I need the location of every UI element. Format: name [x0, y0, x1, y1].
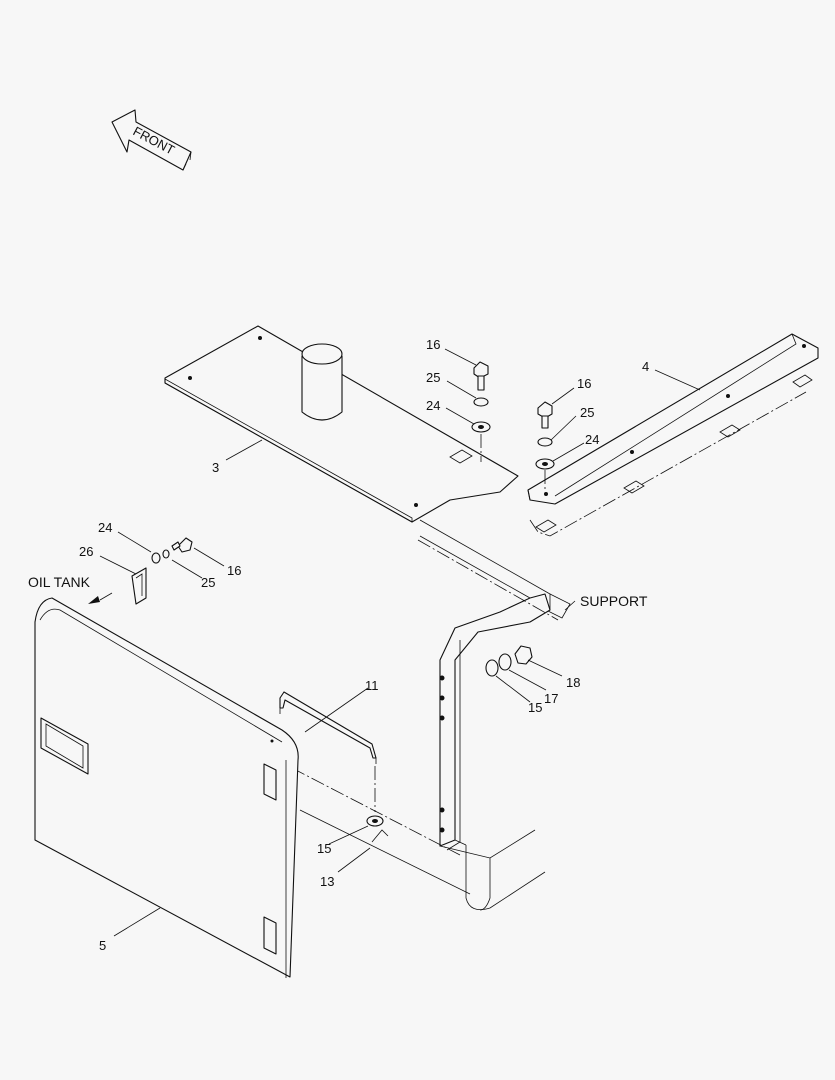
- front-direction-arrow: FRONT: [111, 109, 192, 171]
- fastener-stack-angle: [535, 401, 555, 492]
- callout-25-angle: 25: [580, 405, 594, 420]
- plate-part-3: [164, 325, 519, 523]
- oil-tank-arrowhead: [88, 596, 100, 604]
- rod-part-11: [279, 691, 377, 764]
- callout-25-latch: 25: [201, 575, 215, 590]
- callout-5: 5: [99, 938, 106, 953]
- door-part-5: [34, 597, 299, 978]
- callout-15-door: 15: [317, 841, 331, 856]
- callout-26: 26: [79, 544, 93, 559]
- fastener-stack-support: [485, 645, 533, 677]
- angle-part-4: [527, 333, 819, 537]
- callout-4: 4: [642, 359, 649, 374]
- oil-tank-arrow: [99, 592, 113, 601]
- callout-11: 11: [365, 678, 379, 693]
- washer-and-pin: [366, 766, 389, 843]
- callout-18: 18: [566, 675, 580, 690]
- callout-24-angle: 24: [585, 432, 599, 447]
- callout-13: 13: [320, 874, 334, 889]
- latch-part-26: [131, 537, 193, 605]
- oil-tank-label: OIL TANK: [28, 574, 91, 590]
- callout-15-support: 15: [528, 700, 542, 715]
- callout-24-plate: 24: [426, 398, 440, 413]
- callout-16-latch: 16: [227, 563, 241, 578]
- support-frame: [291, 519, 571, 911]
- callout-16-angle: 16: [577, 376, 591, 391]
- callout-17: 17: [544, 691, 558, 706]
- callout-3: 3: [212, 460, 219, 475]
- leader-lines: [99, 348, 701, 937]
- callout-25-plate: 25: [426, 370, 440, 385]
- callout-24-latch: 24: [98, 520, 112, 535]
- support-label: SUPPORT: [580, 593, 648, 609]
- fastener-stack-plate: [471, 361, 491, 462]
- callout-16-plate: 16: [426, 337, 440, 352]
